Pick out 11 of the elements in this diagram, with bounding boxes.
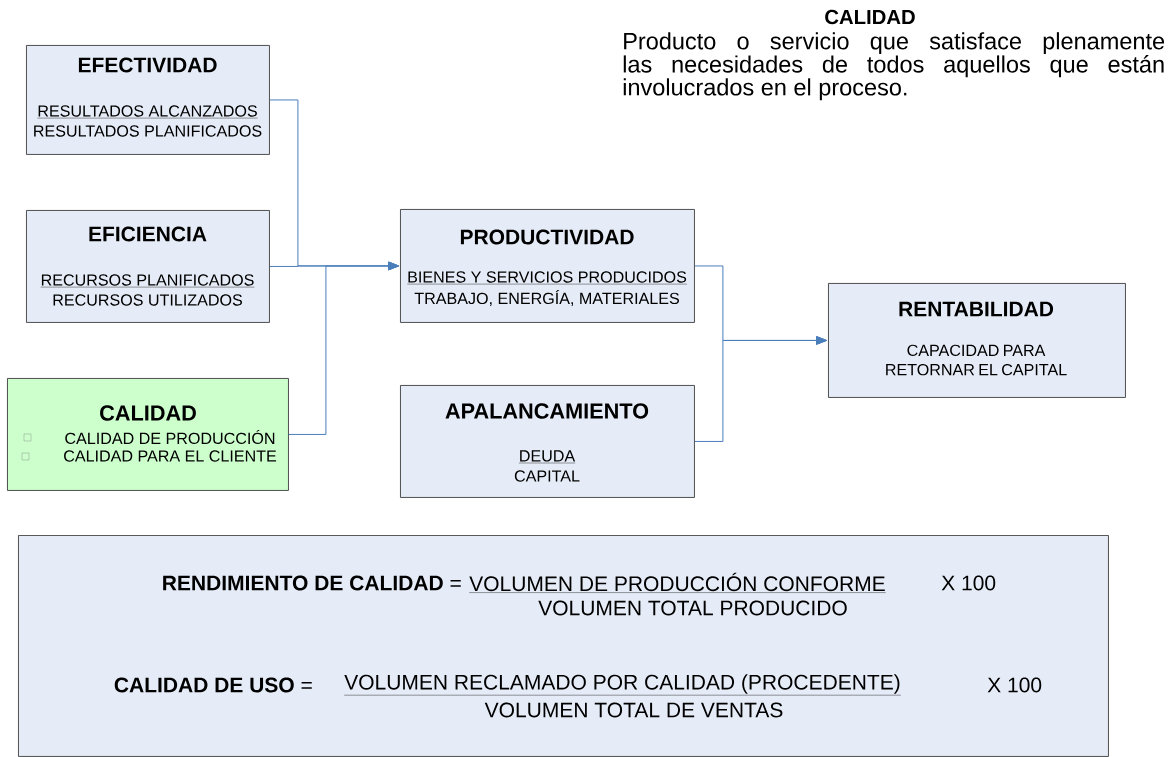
process-box: RENTABILIDAD CAPACIDAD PARA RETORNAR EL CAPITAL — [828, 283, 1126, 398]
process-box: PRODUCTIVIDAD BIENES Y SERVICIOS PRODUCIDOS TRABAJO, ENERGÍA, MATERIALES — [400, 209, 695, 323]
description-text: Producto o servicio que satisface plenamente las necesidades de todos aquellos que están involucrados en el proceso. — [623, 32, 1165, 101]
process-box: EFECTIVIDAD RESULTADOS ALCANZADOS RESULTADOS PLANIFICADOS — [26, 45, 270, 155]
process-box: APALANCAMIENTO DEUDA CAPITAL — [400, 385, 695, 498]
process-box: EFICIENCIA RECURSOS PLANIFICADOS RECURSOS UTILIZADOS — [26, 210, 270, 323]
heading: CALIDAD — [825, 9, 915, 25]
process-box: CALIDAD CALIDAD DE PRODUCCIÓN CALIDAD PARA EL CLIENTE — [7, 378, 289, 491]
formula-panel: RENDIMIENTO DE CALIDAD = VOLUMEN DE PRODUCCIÓN CONFORME VOLUMEN TOTAL PRODUCIDO X 100 CALIDAD DE USO = VOLUMEN RECLAMADO POR CALIDAD (PROCEDENTE) VOLUMEN TOTAL DE VENTAS X 100 — [18, 535, 1109, 757]
connector-arrow — [694, 336, 828, 442]
connector-arrow — [288, 261, 400, 435]
